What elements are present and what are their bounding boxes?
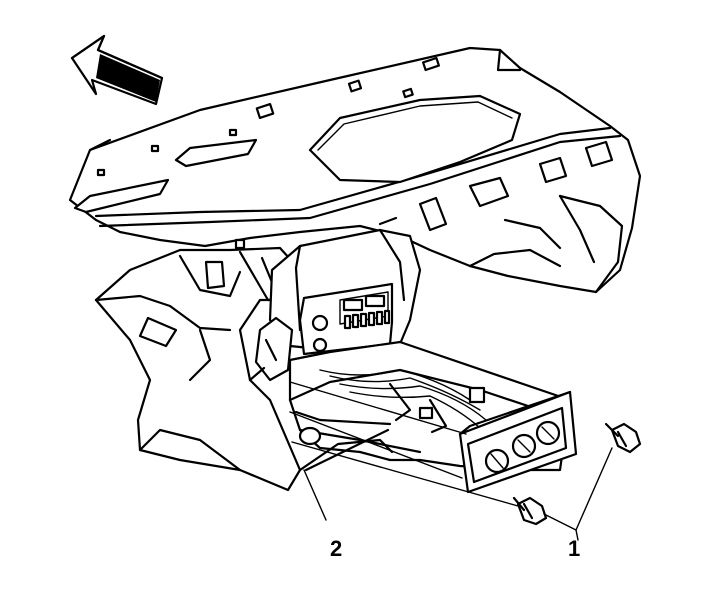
instrument-panel-top [68, 46, 642, 294]
callout-2: 2 [330, 536, 342, 561]
mounting-screw [604, 422, 642, 454]
lower-dash-structure [94, 238, 302, 492]
callout-1: 1 [568, 536, 580, 561]
leader-lines [289, 381, 613, 541]
mounting-screw [512, 496, 548, 526]
hvac-control-module [458, 390, 578, 494]
center-stack [248, 228, 422, 382]
front-arrow-icon [70, 34, 164, 106]
